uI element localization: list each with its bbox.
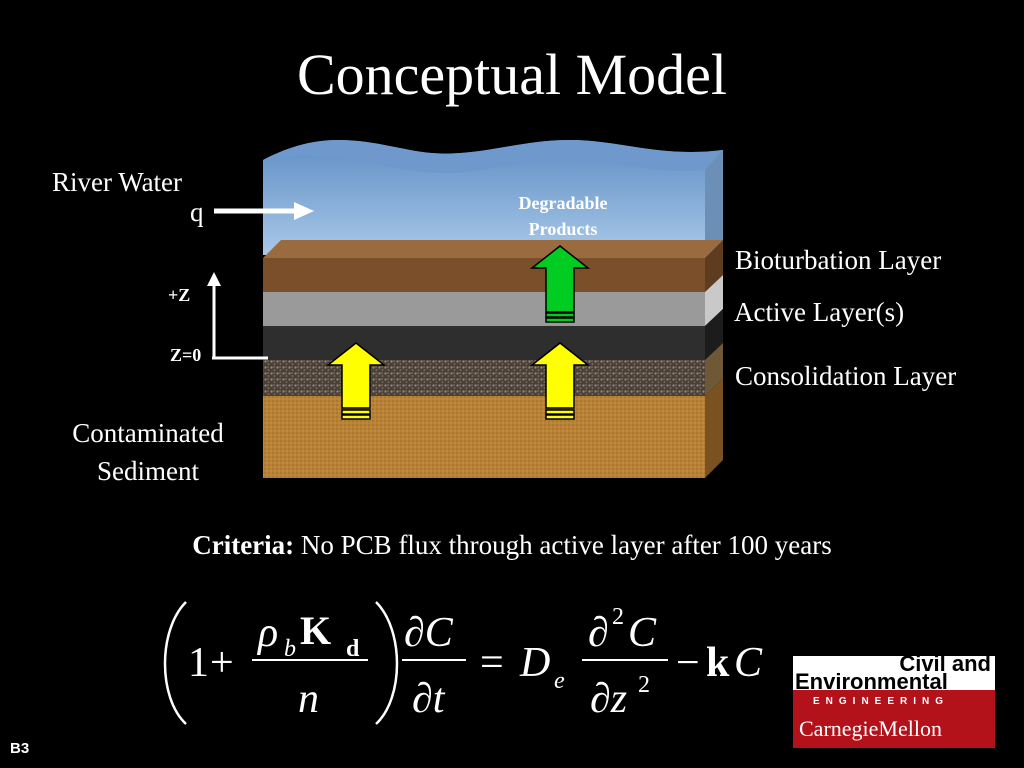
- eq-D-sub: e: [554, 668, 565, 694]
- contaminated-line2: Sediment: [97, 456, 199, 486]
- eq-right-paren: [375, 601, 399, 725]
- consolidation-layer: [263, 326, 705, 360]
- eq-K-sub: d: [346, 636, 360, 662]
- bioturbation-layer: [263, 258, 705, 292]
- logo-environmental-text: Environmental: [795, 669, 948, 694]
- degradable-line1: Degradable: [518, 193, 608, 213]
- eq-dz: ∂z: [590, 676, 627, 722]
- flow-q-label: q: [190, 197, 204, 227]
- river-water-label: River Water: [52, 167, 183, 197]
- eq-C-final: C: [734, 640, 763, 686]
- logo-white-band: [793, 656, 995, 690]
- consolidation-layer-label: Consolidation Layer: [735, 361, 957, 391]
- eq-one: 1: [188, 640, 209, 686]
- eq-plus: +: [210, 640, 234, 686]
- eq-left-paren: [163, 601, 187, 725]
- contaminated-line1: Contaminated: [72, 418, 224, 448]
- degradable-line2: Products: [528, 219, 598, 239]
- eq-D: D: [519, 640, 550, 686]
- bioturbation-layer-label: Bioturbation Layer: [735, 245, 942, 275]
- eq-rho: ρ: [256, 610, 278, 656]
- cmu-cee-logo: Civil and Environmental ENGINEERING Carn…: [793, 652, 995, 748]
- plus-z-label: +Z: [168, 285, 191, 305]
- bioturbation-layer-side: [705, 240, 723, 292]
- degradable-arrow: [529, 245, 591, 323]
- gravel-layer-side: [705, 343, 723, 396]
- sediment-layer-side: [705, 378, 723, 478]
- criteria-text: No PCB flux through active layer after 1…: [294, 530, 832, 560]
- eq-k: k: [706, 640, 730, 686]
- eq-C: C: [628, 610, 657, 656]
- river-water-top: [263, 140, 723, 174]
- gravel-layer: [263, 360, 705, 396]
- criteria-statement: Criteria: No PCB flux through active lay…: [0, 530, 1024, 561]
- logo-engineering-text: ENGINEERING: [813, 696, 950, 707]
- active-layer: [263, 292, 705, 326]
- contaminated-sediment-layer: [263, 396, 705, 478]
- degradable-products-label: Degradable Products: [490, 190, 636, 242]
- eq-minus: −: [676, 640, 700, 686]
- eq-sup2-bottom: 2: [638, 672, 650, 698]
- eq-dC: ∂C: [404, 610, 454, 656]
- eq-n: n: [298, 676, 319, 722]
- eq-equals: =: [480, 640, 504, 686]
- eq-rho-sub: b: [284, 636, 296, 662]
- contaminant-arrow-left: [325, 342, 387, 420]
- eq-dt: ∂t: [412, 676, 446, 722]
- logo-red-band: [793, 690, 995, 748]
- slide-number: B3: [10, 740, 30, 757]
- bioturbation-layer-top: [263, 240, 723, 258]
- eq-sup2-top: 2: [612, 604, 624, 630]
- eq-K: K: [300, 608, 331, 653]
- z-axis-arrow-head: [207, 272, 221, 286]
- z-zero-label: Z=0: [170, 345, 202, 365]
- logo-cmu-text: CarnegieMellon: [799, 716, 942, 741]
- contaminant-arrow-right: [529, 342, 591, 420]
- active-layer-label: Active Layer(s): [734, 297, 905, 327]
- page-title: Conceptual Model: [296, 42, 728, 107]
- eq-d2: ∂: [588, 610, 609, 656]
- logo-civil-text: Civil and: [899, 651, 991, 676]
- criteria-label: Criteria:: [192, 530, 295, 560]
- flow-arrow-head: [294, 202, 314, 220]
- contaminated-sediment-label: Contaminated Sediment: [48, 414, 248, 490]
- river-water-layer: [263, 140, 723, 255]
